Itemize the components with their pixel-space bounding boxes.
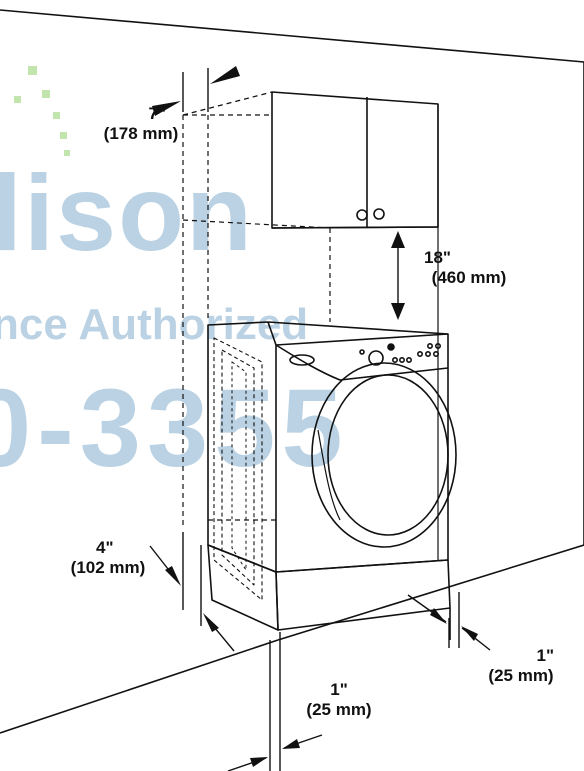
wall-cabinet	[271, 91, 439, 560]
cabinet-clearance-label: 18" (460 mm)	[418, 248, 520, 288]
watermark-word: lison	[0, 152, 255, 273]
dryer	[207, 321, 457, 601]
cabinet-knob-right	[373, 208, 385, 220]
side-clearance-label: 7" (178 mm)	[100, 104, 182, 144]
front-clearance-inch: 1"	[330, 680, 348, 699]
right-clearance-label: 1" (25 mm)	[476, 646, 566, 686]
rear-clearance-inch: 4"	[96, 538, 114, 557]
side-clearance-mm: (178 mm)	[103, 124, 179, 143]
watermark-line3: 0-3355	[0, 367, 349, 490]
closet-dashed-outline	[182, 91, 331, 525]
ceiling-wall-line	[0, 9, 584, 63]
pedestal	[207, 544, 451, 640]
side-clearance-inch: 7"	[148, 104, 166, 123]
floor-back-line	[277, 544, 584, 641]
rear-clearance-label: 4" (102 mm)	[56, 538, 160, 578]
right-clearance-inch: 1"	[536, 646, 554, 665]
front-clearance-label: 1" (25 mm)	[294, 680, 384, 720]
watermark-line2: nce Authorized	[0, 300, 309, 349]
control-knob	[368, 350, 384, 366]
cabinet-knob-left	[356, 209, 368, 221]
right-clearance-mm: (25 mm)	[488, 666, 554, 685]
cabinet-clearance-inch: 18"	[424, 248, 451, 267]
dryer-door-inner	[327, 374, 449, 536]
control-buttons	[359, 342, 441, 363]
rear-clearance-mm: (102 mm)	[70, 558, 146, 577]
decorative-dots	[14, 66, 70, 156]
front-clearance-mm: (25 mm)	[306, 700, 372, 719]
floor-front-line	[0, 639, 279, 734]
arrowheads	[152, 66, 478, 767]
dryer-door-outer	[311, 362, 457, 548]
cabinet-clearance-mm: (460 mm)	[431, 268, 507, 287]
brand-badge	[289, 354, 315, 366]
